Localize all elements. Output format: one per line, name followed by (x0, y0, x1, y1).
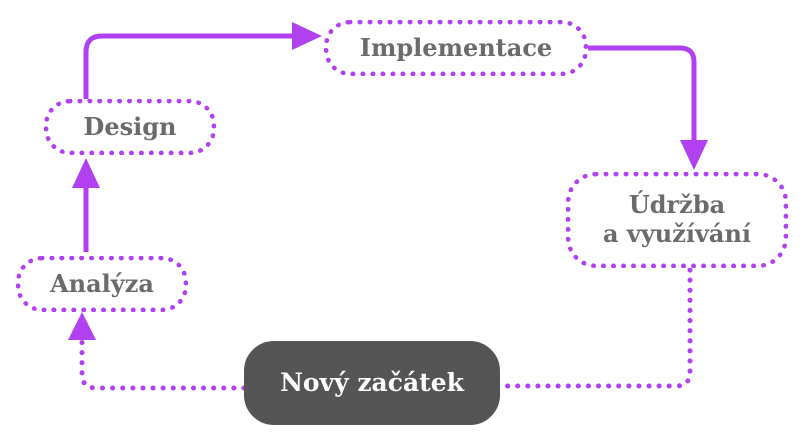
node-udrzba: Údržba a využívání (566, 172, 788, 268)
node-novy-zacatek-label: Nový začátek (280, 368, 464, 397)
connector-start-to-analyza (79, 337, 247, 391)
node-udrzba-label-line1: Údržba (628, 190, 726, 220)
node-design: Design (44, 99, 216, 155)
node-udrzba-label-line2: a využívání (602, 219, 752, 248)
node-analyza-label: Analýza (50, 268, 154, 298)
arrowhead-implementace (292, 22, 322, 50)
node-implementace-label: Implementace (359, 32, 553, 62)
arrowhead-design (72, 158, 100, 188)
node-design-label: Design (83, 111, 177, 141)
arrowhead-udrzba (680, 140, 708, 170)
arrow-design-to-implementace (83, 33, 300, 99)
node-novy-zacatek: Nový začátek (244, 341, 500, 425)
arrow-implementace-to-udrzba (588, 45, 697, 145)
arrowhead-analyza (68, 312, 96, 340)
connector-udrzba-to-start (499, 267, 693, 389)
node-analyza: Analýza (16, 256, 188, 312)
node-implementace: Implementace (324, 20, 588, 76)
